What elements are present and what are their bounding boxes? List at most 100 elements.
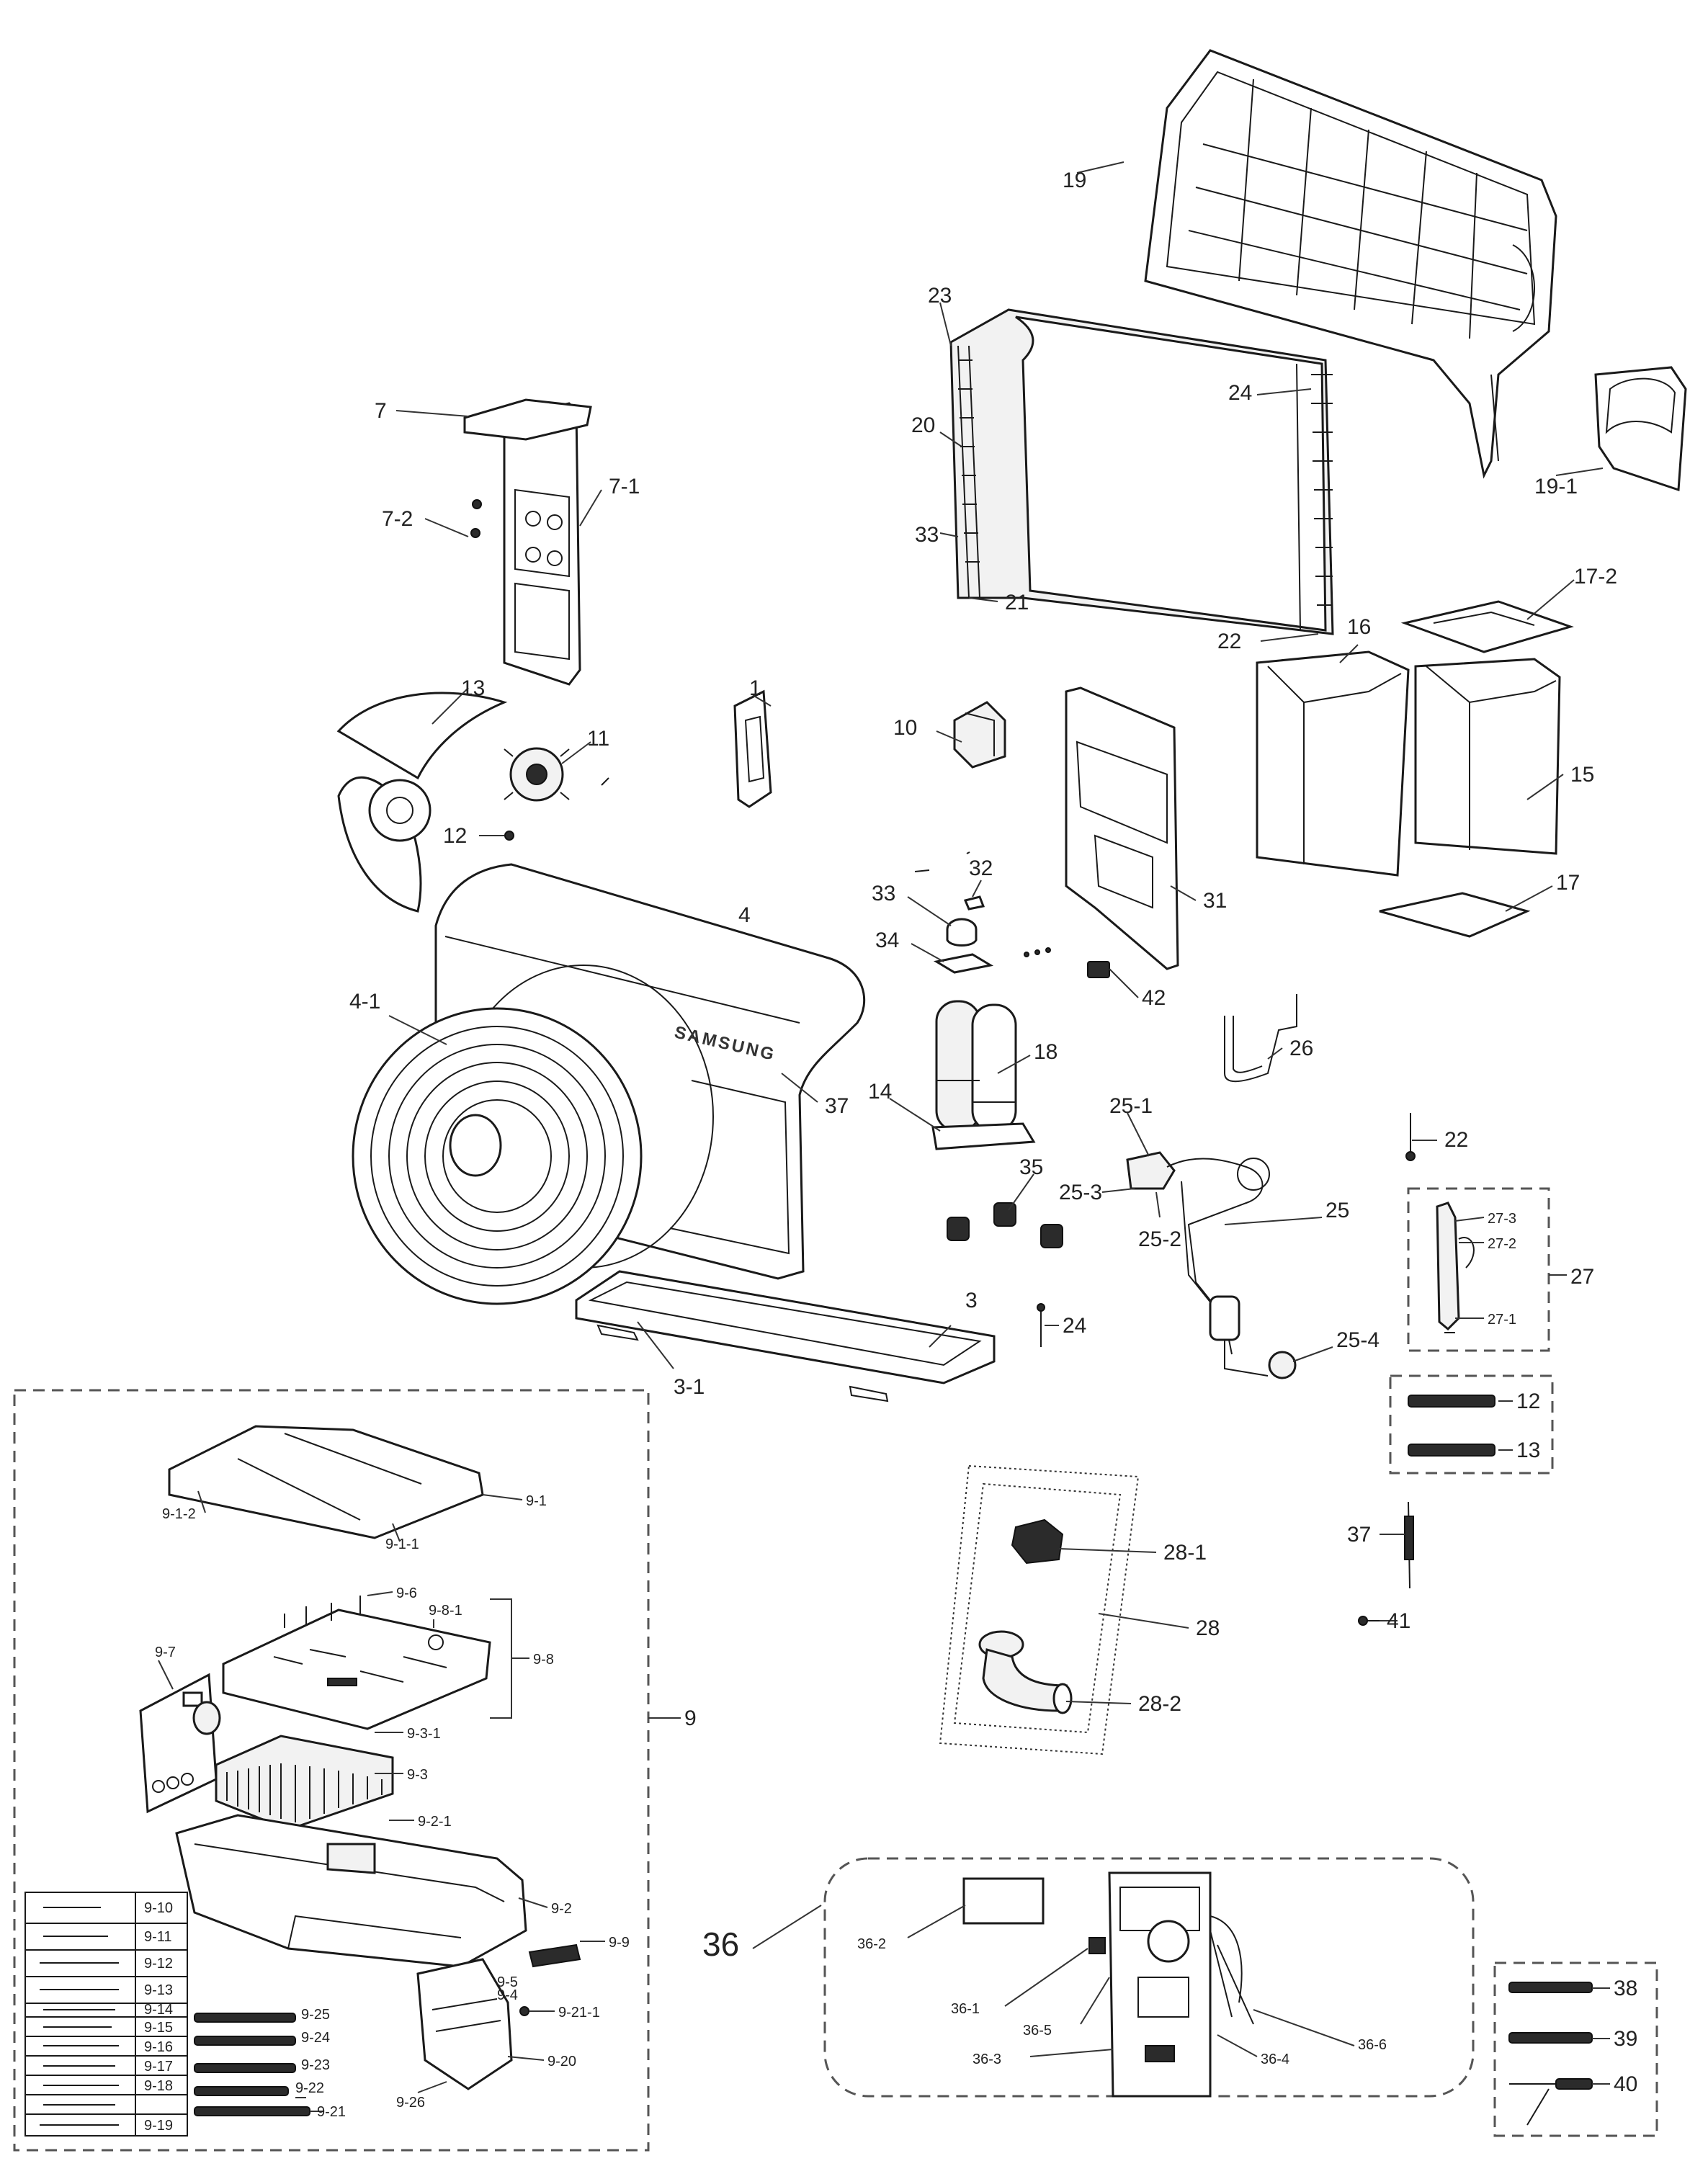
label-36-4: 36-4 <box>1261 2052 1289 2067</box>
label-16: 16 <box>1347 615 1371 639</box>
terminal-cover-33 <box>946 918 978 947</box>
bracket-top-7 <box>463 398 592 441</box>
label-36: 36 <box>702 1925 739 1963</box>
label-36-1: 36-1 <box>951 2001 980 2017</box>
label-4: 4 <box>738 903 751 927</box>
label-9-1-2: 9-1-2 <box>162 1506 196 1522</box>
drain-elbow-28-2 <box>978 1630 1073 1714</box>
label-24: 24 <box>1228 381 1252 405</box>
label-25-1: 25-1 <box>1109 1094 1153 1118</box>
motor-bracket-7-1 <box>503 402 581 686</box>
label-9-14: 9-14 <box>144 2002 173 2018</box>
harness-39 <box>1508 2032 1593 2044</box>
label-13: 13 <box>461 676 485 700</box>
insulation-bottom-17 <box>1379 892 1531 938</box>
label-9-12: 9-12 <box>144 1956 173 1972</box>
part-labels: 19 19-1 23 24 20 33 21 22 17-2 16 15 17 … <box>144 169 1637 2134</box>
label-37: 37 <box>825 1094 849 1118</box>
label-28-1: 28-1 <box>1163 1541 1207 1565</box>
harness-38 <box>1508 1982 1593 1993</box>
label-14: 14 <box>868 1080 892 1104</box>
label-12-harness: 12 <box>1516 1390 1540 1413</box>
label-9-3-1: 9-3-1 <box>407 1726 441 1742</box>
label-9-4: 9-4 <box>497 1987 518 2003</box>
label-22-coil: 22 <box>1217 630 1241 653</box>
label-9-5: 9-5 <box>497 1974 518 1990</box>
label-35: 35 <box>1019 1155 1043 1179</box>
label-28: 28 <box>1196 1616 1220 1640</box>
label-11: 11 <box>587 727 609 751</box>
label-27-2: 27-2 <box>1488 1236 1516 1252</box>
compressor-mount-14 <box>931 1122 1036 1150</box>
harness-40 <box>1509 2078 1593 2126</box>
insulation-16 <box>1256 650 1410 877</box>
bolts-small <box>1024 947 1051 957</box>
label-10: 10 <box>893 716 917 740</box>
label-9-7: 9-7 <box>155 1645 176 1660</box>
label-9-1-1: 9-1-1 <box>385 1536 419 1552</box>
main-pcb-9-8 <box>222 1596 491 1730</box>
label-9-24: 9-24 <box>301 2030 330 2046</box>
harness-list-right <box>194 2013 310 2116</box>
harness-13 <box>1408 1444 1495 1457</box>
label-9-18: 9-18 <box>144 2078 173 2094</box>
label-19-1: 19-1 <box>1534 475 1578 498</box>
label-28-2: 28-2 <box>1138 1692 1181 1716</box>
label-37-wire: 37 <box>1347 1523 1371 1547</box>
harness-table <box>24 1892 188 2137</box>
label-42: 42 <box>1142 986 1166 1010</box>
group-27-box <box>1407 1187 1550 1352</box>
bolt-22 <box>1405 1113 1416 1161</box>
partition-31 <box>1065 686 1179 970</box>
harness-12 <box>1408 1395 1495 1408</box>
label-19: 19 <box>1063 169 1086 192</box>
label-13-harness: 13 <box>1516 1439 1540 1462</box>
label-39: 39 <box>1614 2027 1637 2051</box>
label-27: 27 <box>1570 1265 1594 1289</box>
label-9-2-1: 9-2-1 <box>418 1814 452 1830</box>
label-25-4: 25-4 <box>1336 1328 1380 1352</box>
rubber-feet-35 <box>947 1202 1063 1248</box>
label-9-9: 9-9 <box>609 1935 630 1951</box>
group-12-13-box <box>1389 1374 1554 1475</box>
propeller-fan-13 <box>336 692 508 913</box>
label-34: 34 <box>875 929 899 952</box>
label-23: 23 <box>928 284 952 308</box>
label-9-22: 9-22 <box>295 2080 324 2096</box>
drain-cap-28-1 <box>1011 1518 1064 1565</box>
nut-32 <box>914 851 985 911</box>
label-3: 3 <box>965 1289 978 1312</box>
label-9-11: 9-11 <box>144 1929 172 1945</box>
control-box-9-2 <box>175 1814 581 1968</box>
reactor-10 <box>953 701 1006 769</box>
label-21: 21 <box>1005 591 1029 614</box>
label-9-13: 9-13 <box>144 1982 173 1998</box>
valve-assembly-25 <box>1126 1151 1297 1379</box>
label-36-3: 36-3 <box>973 2052 1001 2067</box>
terminal-gasket-34 <box>933 953 994 974</box>
label-38: 38 <box>1614 1977 1637 2000</box>
label-31: 31 <box>1203 889 1227 913</box>
label-9-25: 9-25 <box>301 2007 330 2023</box>
label-20: 20 <box>911 413 935 437</box>
label-9-17: 9-17 <box>144 2059 173 2075</box>
label-9-8: 9-8 <box>533 1652 554 1668</box>
fan-motor-11 <box>504 747 609 802</box>
label-27-1: 27-1 <box>1488 1312 1516 1328</box>
fan-nut-12 <box>504 831 514 841</box>
label-27-3: 27-3 <box>1488 1211 1516 1227</box>
label-9-3: 9-3 <box>407 1767 428 1783</box>
label-9-10: 9-10 <box>144 1900 173 1916</box>
capacitor-36-2 <box>962 1877 1045 1925</box>
label-9-1: 9-1 <box>526 1493 547 1509</box>
label-17-2: 17-2 <box>1574 565 1617 589</box>
label-22-bolt: 22 <box>1444 1128 1468 1152</box>
sensor-27 <box>1436 1202 1475 1333</box>
label-9-16: 9-16 <box>144 2039 173 2055</box>
label-9-2: 9-2 <box>551 1901 572 1917</box>
label-4-1: 4-1 <box>349 990 380 1014</box>
label-33-coil: 33 <box>915 523 939 547</box>
label-25-2: 25-2 <box>1138 1227 1181 1251</box>
label-36-5: 36-5 <box>1023 2023 1052 2039</box>
